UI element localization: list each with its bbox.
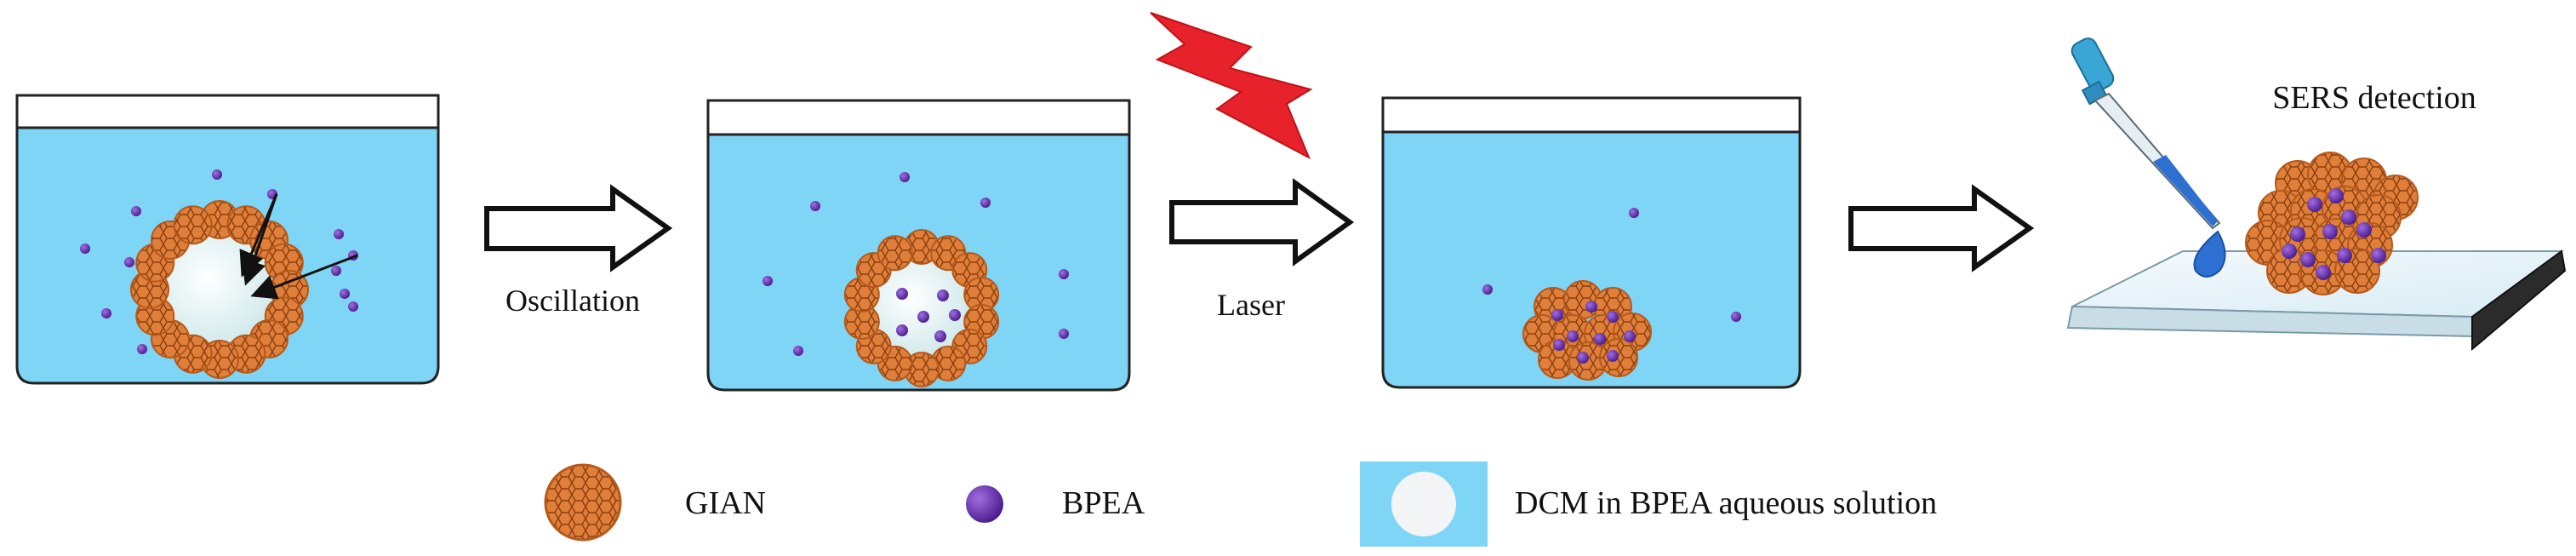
bpea-molecule xyxy=(2316,265,2331,280)
bpea-molecule xyxy=(980,198,991,208)
gian-aggregate-on-slide xyxy=(2245,152,2419,295)
bpea-molecule xyxy=(1607,311,1619,323)
bpea-molecule xyxy=(2356,222,2372,238)
process-arrow-1 xyxy=(484,184,673,272)
bpea-molecule xyxy=(2341,209,2356,225)
process-arrow-2 xyxy=(1169,178,1355,267)
gian-particle xyxy=(1599,338,1638,377)
gian-particle xyxy=(173,205,213,245)
bpea-molecule xyxy=(80,244,90,254)
bpea-molecule xyxy=(1482,284,1493,295)
bpea-molecule xyxy=(212,169,222,180)
beaker-1 xyxy=(15,94,440,385)
bpea-molecule xyxy=(1594,333,1606,345)
beaker-2-top xyxy=(706,99,1131,136)
bpea-molecule xyxy=(937,289,949,301)
bpea-molecule xyxy=(2322,224,2338,239)
bpea-molecule xyxy=(131,206,141,216)
beaker-1-contents xyxy=(80,169,358,379)
laser-lightning-icon xyxy=(1150,12,1313,160)
legend-item-gian: GIAN xyxy=(544,463,766,542)
bpea-molecule xyxy=(1567,330,1579,342)
bpea-molecule xyxy=(1059,329,1069,339)
bpea-molecule xyxy=(1551,309,1563,321)
diffusion-arrow xyxy=(250,254,358,300)
bpea-molecule xyxy=(896,324,908,336)
bpea-molecule xyxy=(1731,312,1741,322)
bpea-molecule xyxy=(348,301,358,312)
bpea-molecule xyxy=(2307,197,2322,212)
bpea-molecule xyxy=(896,288,908,300)
bpea-molecule xyxy=(1624,330,1636,342)
bpea-molecule xyxy=(331,266,341,276)
beaker-3-contents xyxy=(1482,208,1741,381)
bpea-molecule xyxy=(2371,248,2386,263)
bpea-molecule xyxy=(334,229,344,239)
diffusion-arrow xyxy=(241,193,278,286)
gian-particle-icon xyxy=(544,463,622,542)
legend-label-gian: GIAN xyxy=(685,485,766,521)
legend-item-bpea: BPEA xyxy=(966,485,1145,523)
legend-label-dcm: DCM in BPEA aqueous solution xyxy=(1515,485,1937,521)
bpea-molecule xyxy=(2328,188,2344,203)
beaker-3 xyxy=(1381,96,1802,389)
bpea-molecule xyxy=(810,201,820,211)
legend-item-dcm: DCM in BPEA aqueous solution xyxy=(1360,461,1937,547)
bpea-molecule xyxy=(1059,269,1069,279)
bpea-molecule xyxy=(1553,339,1565,351)
bpea-molecule xyxy=(1585,301,1597,312)
step-label-oscillation: Oscillation xyxy=(505,284,640,318)
dcm-droplet-icon xyxy=(1391,472,1456,536)
legend: GIAN BPEA DCM in BPEA aqueous solution xyxy=(544,461,1937,547)
beaker-2 xyxy=(706,99,1131,392)
beaker-3-top xyxy=(1381,96,1802,134)
bpea-molecule xyxy=(340,289,350,299)
bpea-molecule xyxy=(1577,352,1589,364)
step-label-laser: Laser xyxy=(1217,288,1285,322)
bpea-molecule xyxy=(1629,208,1639,218)
bpea-molecule xyxy=(1607,350,1619,362)
bpea-molecule xyxy=(949,309,961,321)
bpea-molecule xyxy=(2282,244,2297,259)
bpea-molecule xyxy=(124,257,134,267)
bpea-molecule-icon xyxy=(966,485,1003,523)
beaker-3-water xyxy=(1381,130,1802,389)
legend-label-bpea: BPEA xyxy=(1062,485,1145,521)
bpea-molecule xyxy=(101,308,111,318)
gian-particle xyxy=(877,235,913,272)
bpea-molecule xyxy=(137,344,147,354)
step-label-sers-detection: SERS detection xyxy=(2272,80,2476,116)
beaker-2-contents xyxy=(763,172,1069,387)
bpea-molecule xyxy=(2290,226,2305,242)
bpea-molecule xyxy=(793,346,803,356)
bpea-molecule xyxy=(2300,252,2316,267)
beaker-1-top xyxy=(15,94,440,129)
bpea-molecule xyxy=(763,276,773,286)
bpea-molecule xyxy=(917,311,929,323)
bpea-molecule xyxy=(934,330,946,342)
bpea-molecule xyxy=(900,172,910,182)
bpea-molecule xyxy=(2337,248,2352,263)
process-arrow-3 xyxy=(1848,184,2035,272)
pipette-icon xyxy=(2071,37,2226,278)
